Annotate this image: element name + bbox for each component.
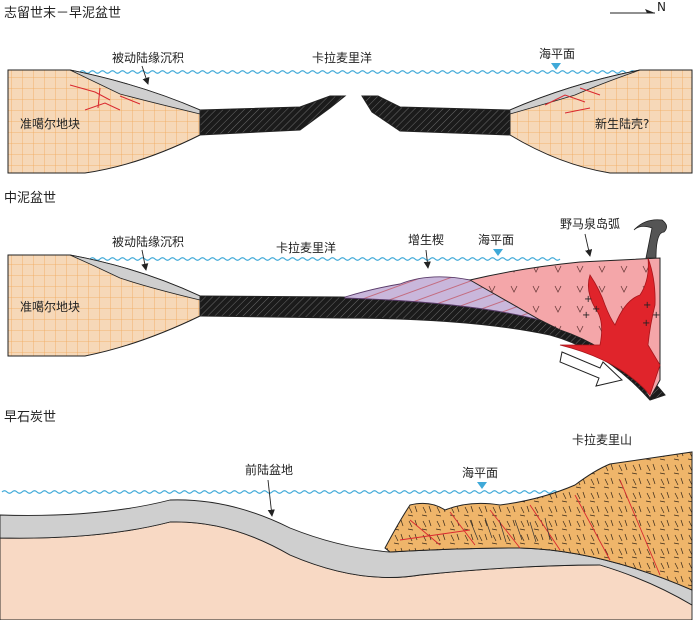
label-ocean-2: 卡拉麦里洋: [276, 240, 336, 255]
label-sea-level-3: 海平面: [462, 465, 498, 480]
sea-level-line: [1, 490, 613, 494]
compass-label: N: [657, 0, 666, 14]
panel-2-title: 中泥盆世: [4, 191, 56, 206]
label-block-2: 准噶尔地块: [20, 299, 80, 314]
sea-level-marker-icon: [477, 482, 487, 489]
pointer-arc: [584, 233, 593, 257]
label-sea-level-1: 海平面: [539, 46, 575, 61]
fault-lines-right: [544, 87, 601, 114]
pointer-passive-margin-1: [141, 65, 150, 85]
karamaili-mountain: [384, 451, 693, 591]
passive-margin-sediment-right: [509, 69, 641, 115]
oceanic-crust-left: [199, 95, 347, 136]
label-passive-margin-2: 被动陆缘沉积: [112, 234, 184, 249]
fault-lines-left: [69, 84, 141, 111]
label-ocean-1: 卡拉麦里洋: [312, 50, 372, 65]
pluton-markers: +++ +++: [582, 294, 660, 329]
svg-text:+: +: [643, 300, 651, 311]
label-arc: 野马泉岛弧: [560, 216, 620, 231]
svg-text:+: +: [592, 304, 600, 315]
oceanic-crust-right: [361, 95, 511, 136]
panel-1: 志留世末－早泥盆世 被动陆缘沉积 卡拉麦里洋 海平面 准噶尔地块: [4, 6, 693, 174]
magma-body: [559, 257, 661, 396]
svg-text:+: +: [582, 310, 590, 321]
sea-level-line: [79, 257, 561, 261]
passive-margin-sediment-left: [69, 69, 201, 115]
label-passive-margin-1: 被动陆缘沉积: [112, 50, 184, 65]
sea-level-marker-icon: [551, 63, 561, 70]
svg-text:+: +: [642, 318, 650, 329]
svg-text:+: +: [652, 310, 660, 321]
panel-1-title: 志留世末－早泥盆世: [4, 6, 121, 21]
label-sea-level-2: 海平面: [478, 232, 514, 247]
passive-margin-sediment-left: [69, 254, 201, 301]
thrust-faults: [399, 479, 661, 576]
foreland-basin-fill: [0, 499, 693, 606]
pointer-foreland: [267, 479, 275, 517]
subduction-direction-arrow: [559, 351, 624, 387]
panel-2: 中泥盆世 +++ +++ 被动陆缘沉积 卡拉麦里洋 增生楔 海平面 野马泉岛弧: [4, 191, 667, 401]
pointer-passive-margin-2: [141, 249, 149, 271]
north-arrow-icon: N: [610, 0, 666, 14]
label-foreland: 前陆盆地: [245, 462, 293, 477]
pointer-accretion: [423, 249, 431, 269]
sea-level-line: [79, 70, 651, 74]
volcano-plume-icon: [633, 219, 667, 259]
panel-3-title: 早石炭世: [4, 410, 56, 425]
label-accretion: 增生楔: [408, 233, 444, 247]
label-block-1: 准噶尔地块: [20, 116, 80, 131]
deformation-strokes: [469, 517, 551, 543]
svg-text:+: +: [584, 294, 592, 305]
panel-3: 早石炭世 前陆盆地 海平面 卡拉麦里山: [0, 410, 693, 621]
label-new-crust: 新生陆壳?: [595, 116, 649, 131]
label-mountain: 卡拉麦里山: [572, 432, 632, 447]
sea-level-marker-icon: [493, 249, 503, 256]
